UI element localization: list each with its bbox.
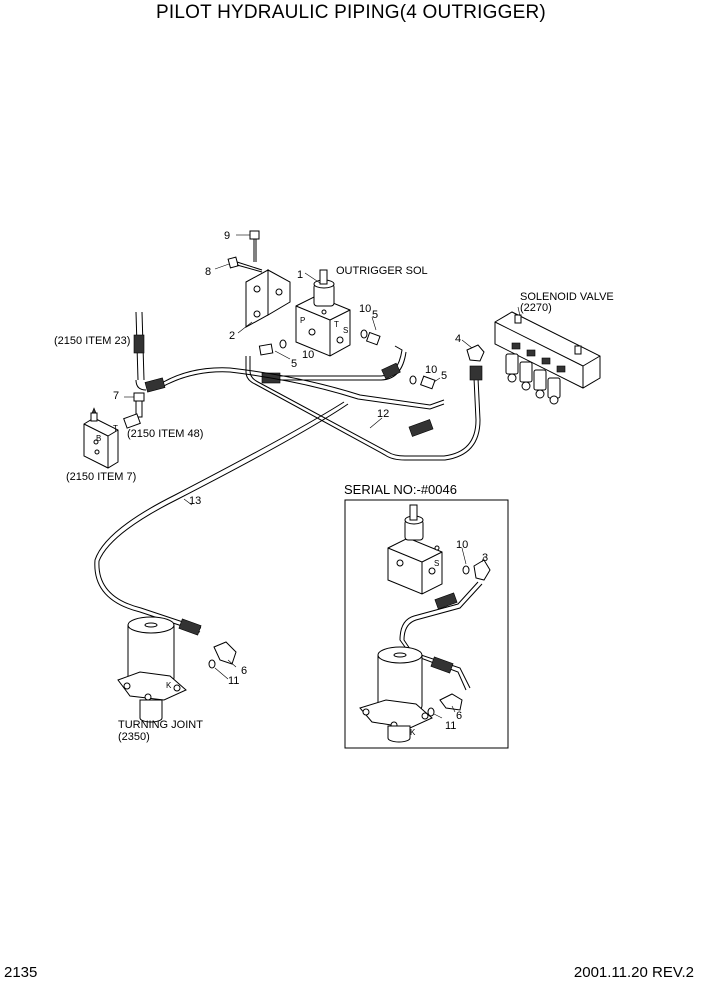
item23-label: (2150 ITEM 23) bbox=[54, 335, 130, 347]
elbow-fitting-7 bbox=[123, 392, 145, 429]
page-title: PILOT HYDRAULIC PIPING(4 OUTRIGGER) bbox=[156, 2, 546, 23]
callout-10d: 10 bbox=[456, 539, 468, 551]
outrigger-sol-valve bbox=[295, 269, 351, 357]
callout-3: 3 bbox=[482, 552, 488, 564]
bracket-2 bbox=[237, 269, 291, 334]
port-s-inset: S bbox=[434, 559, 439, 568]
serial-note: SERIAL NO:-#0046 bbox=[344, 482, 457, 497]
item48-label: (2150 ITEM 48) bbox=[127, 428, 203, 440]
fitting-5-upper bbox=[360, 316, 381, 346]
hose-item23 bbox=[133, 311, 147, 391]
port-b-item7: B bbox=[96, 434, 101, 443]
outrigger-sol-label: OUTRIGGER SOL bbox=[336, 265, 428, 277]
callout-12: 12 bbox=[377, 408, 389, 420]
solenoid-valve-label: SOLENOID VALVE bbox=[520, 291, 614, 303]
turning-joint-ref: (2350) bbox=[118, 731, 150, 743]
elbow-fitting-4 bbox=[461, 339, 485, 362]
callout-10a: 10 bbox=[359, 303, 371, 315]
solenoid-coil-1 bbox=[505, 353, 519, 383]
port-s-label: S bbox=[343, 326, 348, 335]
callout-10c: 10 bbox=[425, 364, 437, 376]
fitting-5-left bbox=[258, 339, 291, 360]
callout-4: 4 bbox=[455, 333, 461, 345]
callout-11a: 11 bbox=[228, 675, 239, 687]
callout-13: 13 bbox=[189, 495, 201, 507]
callout-7: 7 bbox=[113, 390, 119, 402]
item7-label: (2150 ITEM 7) bbox=[66, 471, 136, 483]
hose-12 bbox=[245, 345, 483, 461]
callout-5b: 5 bbox=[291, 358, 297, 370]
hose-13 bbox=[94, 367, 445, 636]
callout-5a: 5 bbox=[372, 309, 378, 321]
callout-6b: 6 bbox=[456, 710, 462, 722]
turning-joint-label: TURNING JOINT bbox=[118, 719, 203, 731]
solenoid-coil-2 bbox=[519, 361, 533, 391]
port-k-main: K bbox=[166, 681, 172, 690]
callout-10b: 10 bbox=[302, 349, 314, 361]
port-t-label: T bbox=[334, 320, 339, 329]
solenoid-valve-block bbox=[494, 306, 601, 405]
callout-9: 9 bbox=[224, 230, 230, 242]
solenoid-valve-ref: (2270) bbox=[520, 302, 552, 314]
solenoid-coil-4 bbox=[547, 377, 561, 405]
callout-8: 8 bbox=[205, 266, 211, 278]
callout-6a: 6 bbox=[241, 665, 247, 677]
bolt-9 bbox=[236, 230, 260, 262]
serial-inset bbox=[344, 499, 509, 749]
callout-11b: 11 bbox=[445, 720, 456, 732]
bolt-8 bbox=[214, 256, 263, 273]
callout-5c: 5 bbox=[441, 370, 447, 382]
fitting-5-mid bbox=[409, 375, 441, 390]
page-number: 2135 bbox=[4, 964, 38, 981]
revision-date: 2001.11.20 REV.2 bbox=[573, 964, 694, 981]
port-k-inset: K bbox=[410, 728, 416, 737]
port-t-item7: T bbox=[113, 424, 118, 433]
callout-1: 1 bbox=[297, 269, 303, 281]
solenoid-coil-3 bbox=[533, 369, 547, 399]
turning-joint-main bbox=[117, 616, 237, 723]
valve-block-item7 bbox=[83, 407, 119, 469]
callout-2: 2 bbox=[229, 330, 235, 342]
port-p-label: P bbox=[300, 316, 305, 325]
